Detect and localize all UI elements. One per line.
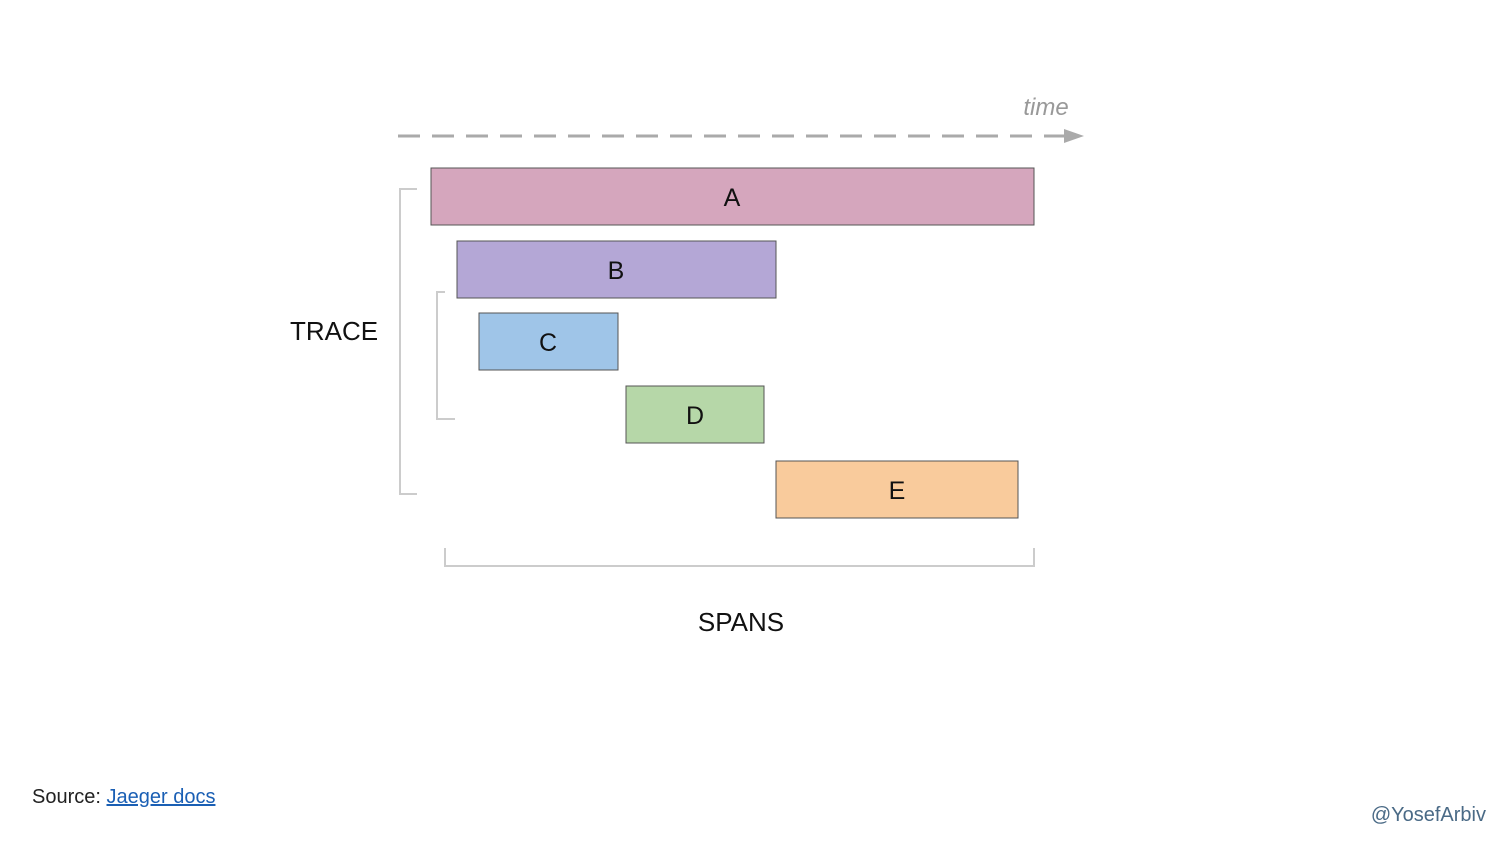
author-handle: @YosefArbiv — [1370, 804, 1486, 826]
span-b: B — [456, 240, 777, 299]
span-b-label: B — [608, 257, 625, 285]
span-a: A — [430, 167, 1035, 226]
source-prefix: Source: — [32, 786, 101, 808]
span-c-label: C — [539, 329, 557, 357]
spans-bracket — [444, 548, 1035, 567]
span-e-label: E — [889, 477, 906, 505]
span-e-bar — [775, 460, 1019, 519]
span-d: D — [625, 385, 765, 444]
time-axis: time — [398, 94, 1084, 143]
trace-label: TRACE — [290, 316, 378, 346]
time-label: time — [1023, 94, 1068, 121]
child-spans-bracket — [436, 291, 455, 420]
span-a-bar — [430, 167, 1035, 226]
source-link[interactable]: Jaeger docs — [106, 786, 216, 808]
span-c-bar — [478, 312, 619, 371]
span-b-bar — [456, 240, 777, 299]
source-credit: Source: Jaeger docs — [32, 786, 215, 809]
time-axis-arrow-icon — [1064, 129, 1084, 143]
trace-bracket — [399, 188, 417, 495]
span-d-bar — [625, 385, 765, 444]
span-d-label: D — [686, 402, 704, 430]
spans-label: SPANS — [698, 607, 784, 637]
span-c: C — [478, 312, 619, 371]
span-a-label: A — [724, 184, 741, 212]
span-e: E — [775, 460, 1019, 519]
